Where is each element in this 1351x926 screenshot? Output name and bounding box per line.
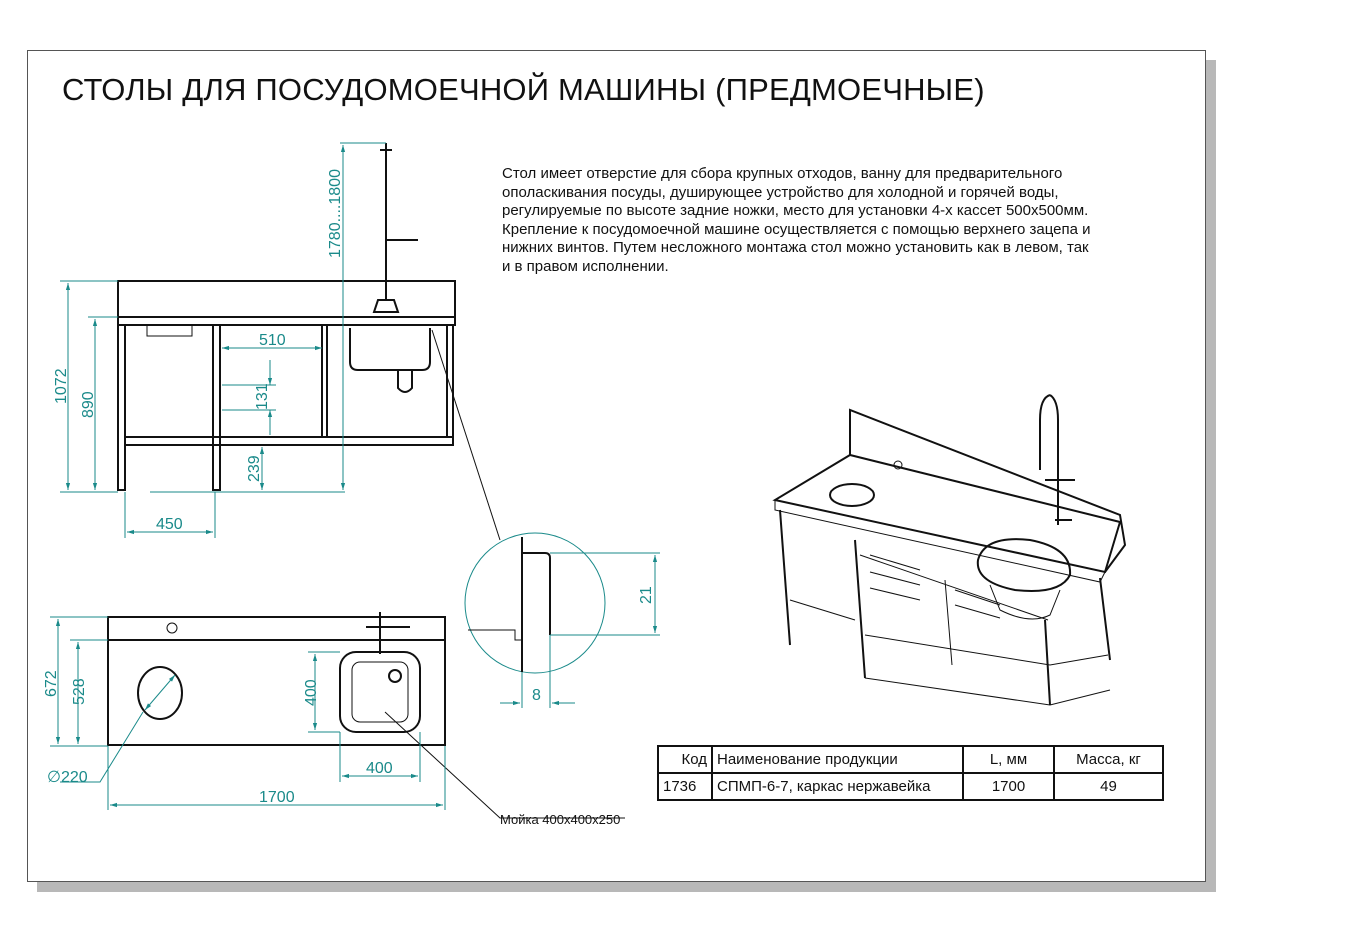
detail-view: 21 8 xyxy=(464,532,660,708)
product-description: Стол имеет отверстие для сбора крупных о… xyxy=(502,165,1091,275)
dim-depth-top: 528 xyxy=(71,678,88,705)
header-name: Наименование продукции xyxy=(711,745,964,774)
dim-shelf-height: 239 xyxy=(246,455,263,482)
cell-mass: 49 xyxy=(1053,772,1164,801)
cell-name: СПМП-6-7, каркас нержавейка xyxy=(711,772,964,801)
top-view: 672 528 400 400 1700 ∅220 Мойка 400х400х… xyxy=(43,612,625,827)
header-length: L, мм xyxy=(962,745,1055,774)
table-header-row: Код Наименование продукции L, мм Масса, … xyxy=(657,745,1164,774)
dim-hole-diameter: ∅220 xyxy=(47,769,88,786)
page-title: СТОЛЫ ДЛЯ ПОСУДОМОЕЧНОЙ МАШИНЫ (ПРЕДМОЕЧ… xyxy=(62,72,985,107)
front-view: 1072 890 1780....1800 510 131 239 450 xyxy=(53,142,501,541)
dim-height-total: 1072 xyxy=(53,368,70,404)
header-mass: Масса, кг xyxy=(1053,745,1164,774)
dim-depth-total: 672 xyxy=(43,670,60,697)
dim-cassette-step: 131 xyxy=(254,383,271,410)
drawing-sheet xyxy=(27,50,1206,882)
dim-faucet-height: 1780....1800 xyxy=(327,169,344,258)
dim-sink-depth: 400 xyxy=(303,679,320,706)
dim-leg-spacing: 450 xyxy=(156,516,183,533)
dim-sink-width: 400 xyxy=(366,760,393,777)
dim-detail-width: 8 xyxy=(532,687,541,704)
header-code: Код xyxy=(657,745,713,774)
dim-table-height: 890 xyxy=(80,391,97,418)
cell-length: 1700 xyxy=(962,772,1055,801)
sink-note: Мойка 400х400х250 xyxy=(500,812,620,827)
dim-length: 1700 xyxy=(259,789,295,806)
dim-cassette-width: 510 xyxy=(259,332,286,349)
isometric-view xyxy=(772,394,1127,706)
cell-code: 1736 xyxy=(657,772,713,801)
table-row: 1736 СПМП-6-7, каркас нержавейка 1700 49 xyxy=(657,772,1164,801)
product-table: Код Наименование продукции L, мм Масса, … xyxy=(657,745,1164,801)
dim-detail-height: 21 xyxy=(638,586,655,604)
